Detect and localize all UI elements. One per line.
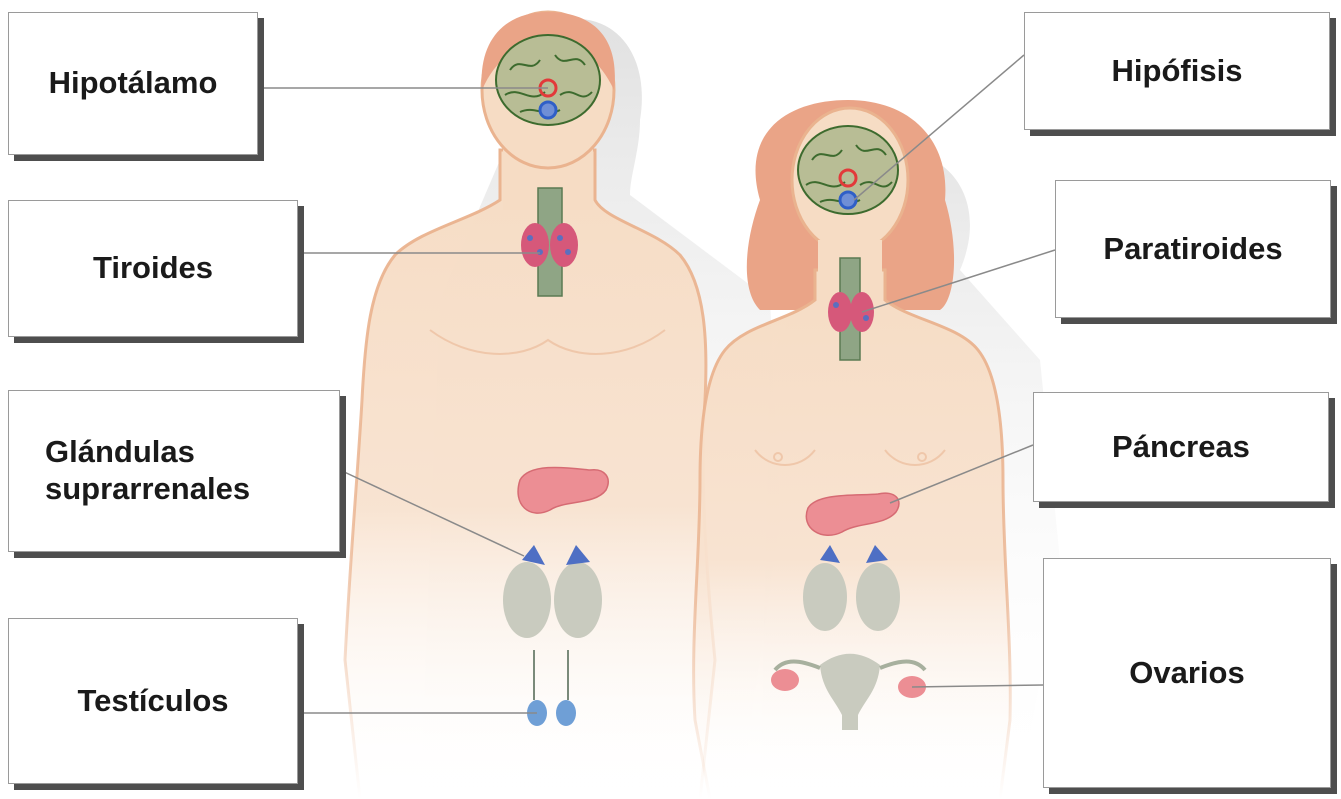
male-pituitary (540, 102, 556, 118)
label-pancreas: Páncreas (1112, 429, 1250, 466)
label-box-glandulas: Glándulas suprarrenales (8, 390, 340, 552)
label-hipotalamo: Hipotálamo (49, 65, 218, 102)
label-box-pancreas: Páncreas (1033, 392, 1329, 502)
label-paratiroides: Paratiroides (1103, 231, 1282, 268)
label-hipofisis: Hipófisis (1112, 53, 1243, 90)
label-tiroides: Tiroides (93, 250, 213, 287)
female-kidney-right (856, 563, 900, 631)
label-ovarios: Ovarios (1129, 655, 1244, 692)
male-testis-right (556, 700, 576, 726)
male-kidney-right (554, 562, 602, 638)
label-box-hipofisis: Hipófisis (1024, 12, 1330, 130)
label-glandulas-suprarrenales: Glándulas suprarrenales (45, 434, 250, 507)
label-box-hipotalamo: Hipotálamo (8, 12, 258, 155)
male-kidney-left (503, 562, 551, 638)
label-testiculos: Testículos (77, 683, 228, 720)
female-figure (694, 100, 1060, 799)
female-kidney-left (803, 563, 847, 631)
female-ovary-left (771, 669, 799, 691)
label-box-paratiroides: Paratiroides (1055, 180, 1331, 318)
label-box-ovarios: Ovarios (1043, 558, 1331, 788)
female-pituitary (840, 192, 856, 208)
label-box-testiculos: Testículos (8, 618, 298, 784)
label-box-tiroides: Tiroides (8, 200, 298, 337)
